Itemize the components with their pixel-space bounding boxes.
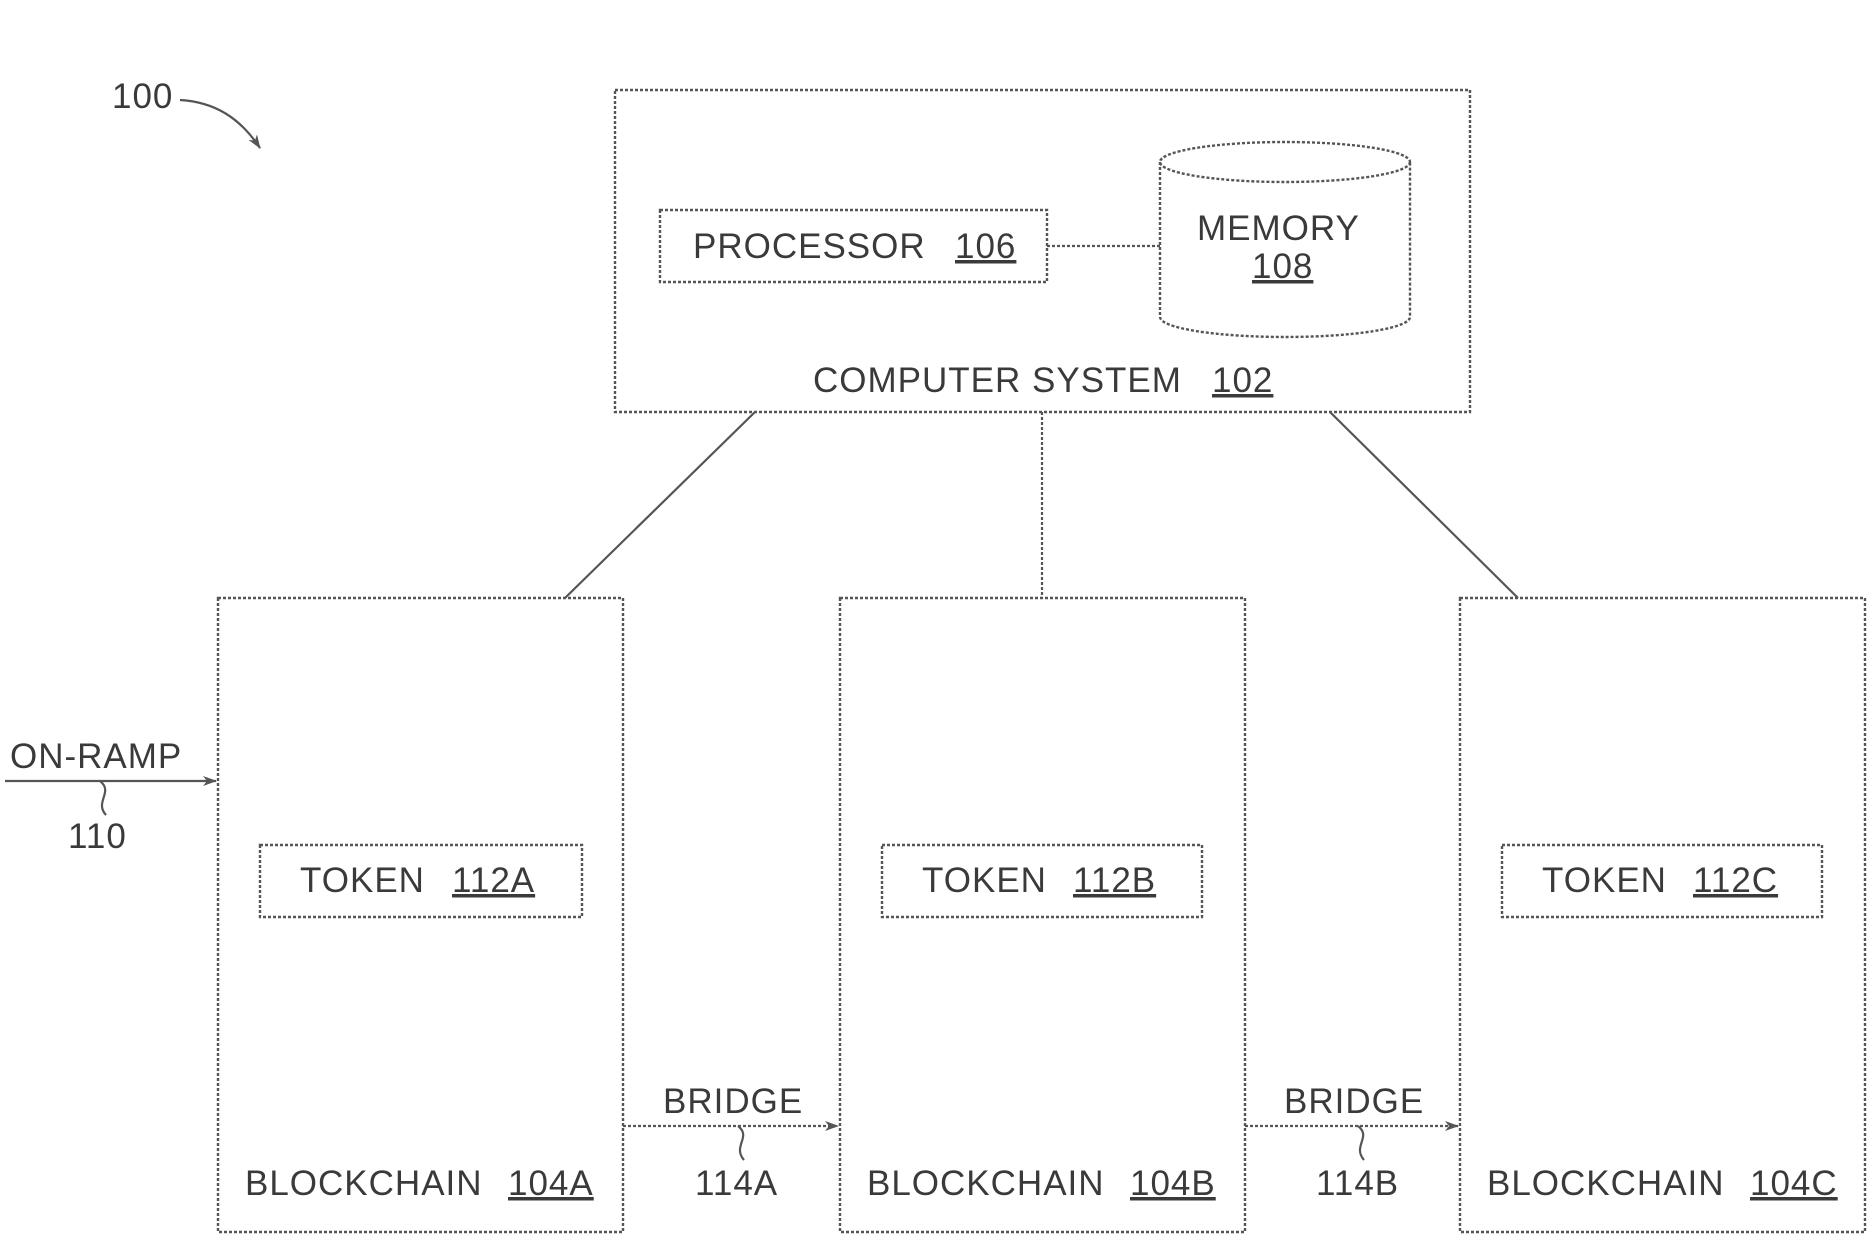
- bridge-a-label: BRIDGE: [663, 1082, 803, 1121]
- token-a-ref: 112A: [452, 861, 535, 900]
- memory-ref: 108: [1252, 247, 1313, 286]
- bridge-a-leader: [738, 1126, 744, 1160]
- bridge-b-ref: 114B: [1316, 1164, 1399, 1203]
- computer-system-ref: 102: [1212, 361, 1273, 400]
- bridge-b: BRIDGE 114B: [1245, 1082, 1458, 1203]
- blockchain-b-ref: 104B: [1130, 1164, 1216, 1203]
- bridge-a-ref: 114A: [695, 1164, 778, 1203]
- figure-ref-arrow: [180, 100, 260, 148]
- blockchain-b-box: TOKEN 112B BLOCKCHAIN 104B: [840, 598, 1245, 1232]
- token-b-ref: 112B: [1073, 861, 1156, 900]
- figure-ref: 100: [112, 77, 173, 116]
- token-a-label: TOKEN: [300, 861, 425, 900]
- on-ramp: ON-RAMP 110: [5, 737, 216, 856]
- bridge-b-leader: [1358, 1126, 1364, 1160]
- bridge-a: BRIDGE 114A: [623, 1082, 838, 1203]
- blockchain-a-box: TOKEN 112A BLOCKCHAIN 104A: [218, 598, 623, 1232]
- memory-label: MEMORY: [1197, 209, 1360, 248]
- blockchain-c-ref: 104C: [1750, 1164, 1838, 1203]
- memory-cylinder: MEMORY 108: [1160, 142, 1410, 337]
- on-ramp-leader: [100, 781, 106, 815]
- processor-label: PROCESSOR: [693, 227, 926, 266]
- token-c-ref: 112C: [1693, 861, 1778, 900]
- blockchain-a-ref: 104A: [508, 1164, 594, 1203]
- blockchain-c-box: TOKEN 112C BLOCKCHAIN 104C: [1460, 598, 1865, 1232]
- bridge-b-label: BRIDGE: [1284, 1082, 1424, 1121]
- token-b-label: TOKEN: [922, 861, 1047, 900]
- link-computer-blockchain-a: [565, 412, 755, 598]
- on-ramp-label: ON-RAMP: [10, 737, 182, 776]
- token-c-label: TOKEN: [1542, 861, 1667, 900]
- on-ramp-ref: 110: [68, 817, 127, 856]
- blockchain-a-label: BLOCKCHAIN: [245, 1164, 483, 1203]
- link-computer-blockchain-c: [1330, 412, 1518, 598]
- processor-box: PROCESSOR 106: [660, 210, 1047, 282]
- blockchain-b-label: BLOCKCHAIN: [867, 1164, 1105, 1203]
- computer-system-label: COMPUTER SYSTEM: [813, 361, 1182, 400]
- blockchain-c-label: BLOCKCHAIN: [1487, 1164, 1725, 1203]
- processor-ref: 106: [955, 227, 1016, 266]
